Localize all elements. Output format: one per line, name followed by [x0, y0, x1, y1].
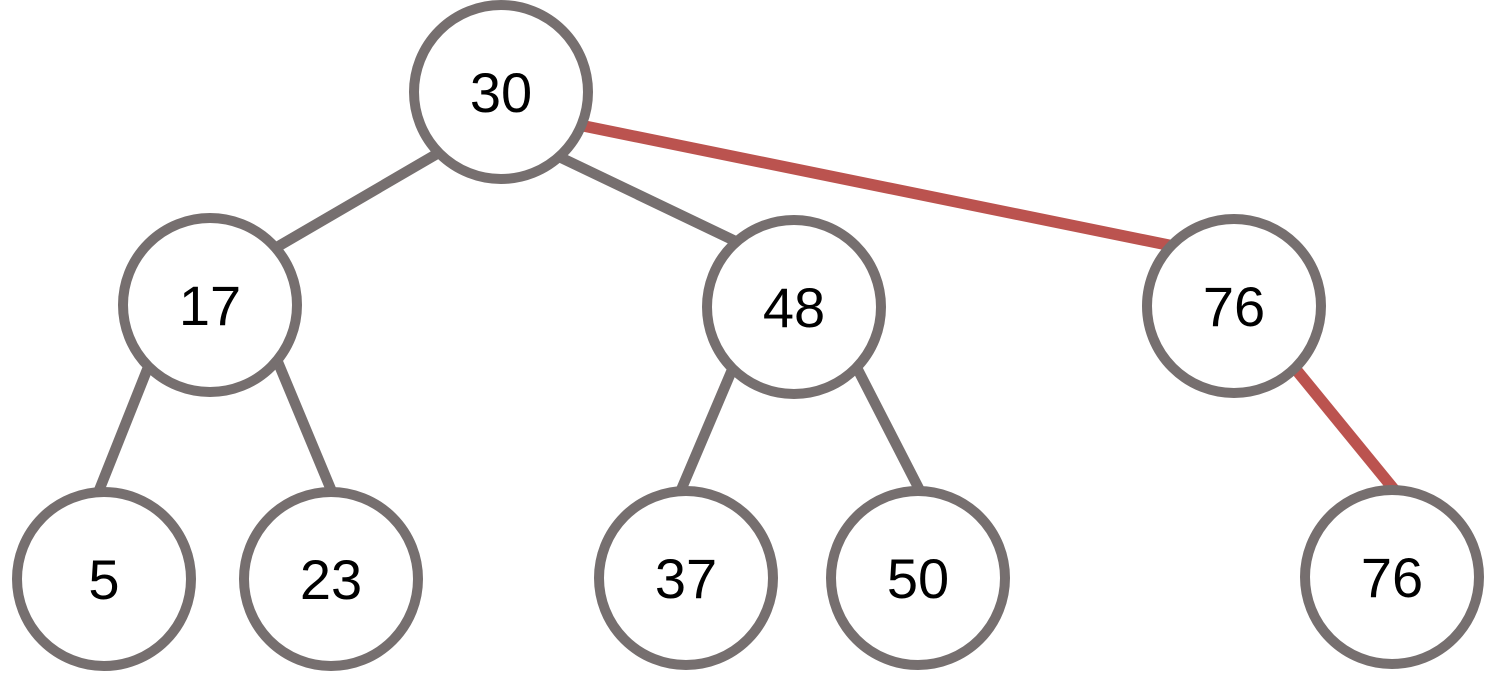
node-circle-30: [409, 0, 593, 184]
node-circle-48: [702, 215, 886, 399]
node-circle-76a: [1142, 214, 1326, 398]
tree-node-23: 23: [239, 487, 423, 671]
node-label-48: 48: [763, 276, 825, 339]
edge-30-76a-highlighted: [566, 116, 1191, 256]
edge-30-17: [262, 146, 445, 259]
node-label-17: 17: [179, 274, 241, 337]
node-label-30: 30: [470, 61, 532, 124]
edge-48-37: [670, 347, 746, 506]
edge-17-5: [88, 352, 159, 506]
node-label-50: 50: [887, 547, 949, 610]
tree-node-48: 48: [702, 215, 886, 399]
tree-node-17: 17: [118, 213, 302, 397]
node-circle-76b: [1300, 485, 1484, 669]
node-label-5: 5: [88, 548, 119, 611]
tree-node-50: 50: [826, 486, 1010, 670]
node-circle-23: [239, 487, 423, 671]
node-circle-17: [118, 213, 302, 397]
node-label-37: 37: [655, 547, 717, 610]
node-label-76a: 76: [1203, 275, 1265, 338]
node-label-23: 23: [300, 548, 362, 611]
edge-48-50: [843, 348, 931, 505]
edge-76a-76b-highlighted: [1279, 351, 1411, 508]
node-label-76b: 76: [1361, 546, 1423, 609]
node-circle-5: [12, 487, 196, 671]
node-circle-50: [826, 486, 1010, 670]
edge-17-23: [268, 349, 341, 503]
node-circle-37: [594, 486, 778, 670]
tree-node-76a: 76: [1142, 214, 1326, 398]
tree-node-5: 5: [12, 487, 196, 671]
tree-node-37: 37: [594, 486, 778, 670]
edge-30-48: [549, 148, 756, 255]
tree-node-76b: 76: [1300, 485, 1484, 669]
tree-node-30: 30: [409, 0, 593, 184]
